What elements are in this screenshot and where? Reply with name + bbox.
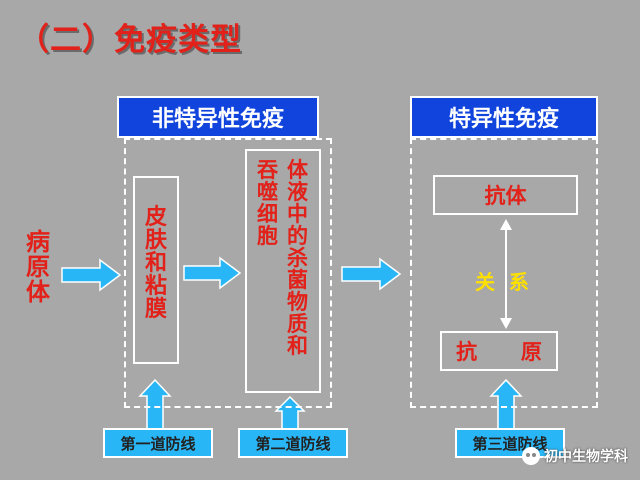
arrow-nonspecific-to-specific — [341, 257, 402, 291]
char: 菌 — [287, 268, 308, 293]
nonspecific-region — [124, 138, 332, 408]
skin-mucosa-text: 皮 肤 和 粘 膜 — [135, 178, 177, 323]
wechat-icon — [522, 447, 540, 465]
char: 原 — [26, 253, 50, 282]
arrow-up-line2 — [274, 395, 306, 431]
arrow-up-line3 — [489, 378, 523, 431]
char: 噬 — [257, 180, 278, 205]
char: 皮 — [144, 205, 167, 230]
char: 细 — [257, 202, 278, 227]
phagocyte-box: 吞 噬 细 胞 体 液 中 的 杀 菌 物 质 和 — [245, 149, 321, 393]
arrow-up-line1 — [138, 378, 172, 431]
skin-mucosa-box: 皮 肤 和 粘 膜 — [133, 176, 179, 364]
relation-arrowhead-bottom — [500, 318, 512, 329]
char: 和 — [287, 334, 308, 359]
char: 病 — [26, 228, 50, 256]
antibody-box: 抗体 — [433, 175, 578, 215]
second-line-label: 第二道防线 — [238, 428, 348, 458]
arrow-skin-to-phagocyte — [183, 256, 242, 290]
page-title: （二）免疫类型 — [18, 22, 242, 58]
char: 胞 — [257, 224, 278, 249]
relation-label: 关 系 — [475, 270, 529, 294]
char: 肤 — [144, 228, 167, 254]
specific-region — [410, 138, 598, 408]
char: 质 — [287, 312, 308, 337]
relation-arrowhead-top — [500, 219, 512, 230]
nonspecific-header: 非特异性免疫 — [117, 96, 319, 138]
antigen-box: 抗 原 — [440, 331, 558, 371]
phagocyte-text: 吞 噬 细 胞 — [257, 159, 278, 247]
char: 的 — [287, 224, 308, 249]
watermark: 初中生物学科 — [522, 446, 628, 466]
char: 液 — [287, 180, 308, 205]
char: 吞 — [257, 158, 278, 182]
first-line-label: 第一道防线 — [103, 428, 213, 458]
char: 和 — [144, 251, 167, 277]
watermark-text: 初中生物学科 — [544, 449, 628, 465]
char: 体 — [26, 278, 50, 307]
bactericidal-text: 体 液 中 的 杀 菌 物 质 和 — [287, 159, 308, 357]
char: 物 — [287, 290, 308, 315]
third-line-label: 第三道防线 — [455, 428, 565, 458]
char: 中 — [287, 202, 308, 227]
char: 粘 — [144, 274, 167, 300]
pathogen-label: 病 原 体 — [26, 228, 50, 307]
char: 膜 — [144, 297, 167, 323]
char: 杀 — [287, 246, 308, 271]
specific-header: 特异性免疫 — [410, 96, 598, 138]
char: 体 — [287, 158, 308, 182]
arrow-pathogen-to-skin — [61, 258, 122, 292]
